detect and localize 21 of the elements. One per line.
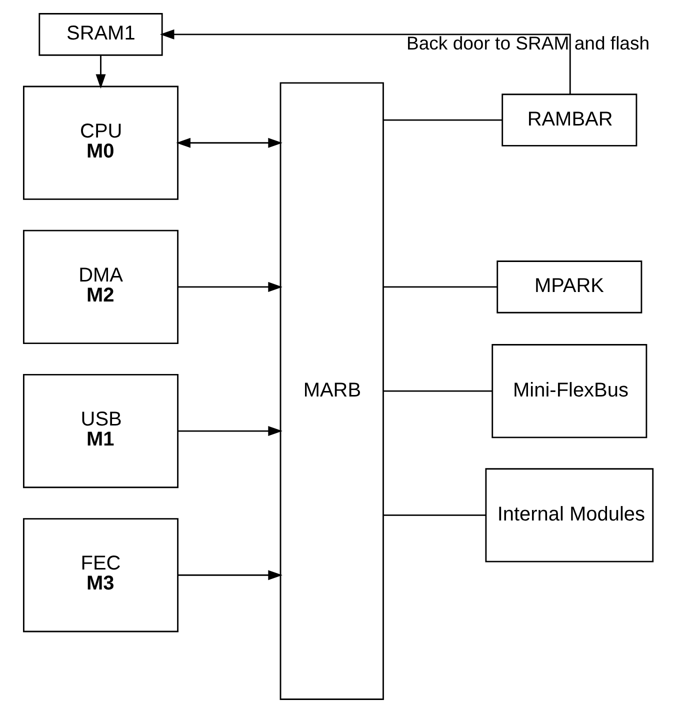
node-box: MPARK	[496, 260, 642, 314]
arrow	[178, 282, 282, 292]
node-box: DMA M2	[23, 230, 178, 344]
node-box: FEC M3	[23, 518, 178, 632]
connector	[383, 286, 498, 288]
node-box: MARB	[280, 82, 384, 700]
node-box: USB M1	[23, 374, 178, 488]
arrow	[160, 29, 571, 94]
edge-label: Back door to SRAM and flash	[406, 32, 650, 54]
arrow	[96, 55, 106, 89]
connector	[383, 390, 492, 392]
connector	[383, 514, 486, 516]
node-box: CPU M0	[23, 86, 178, 200]
connector	[383, 119, 502, 121]
node-box: RAMBAR	[502, 94, 638, 146]
node-box: Mini-FlexBus	[492, 344, 648, 438]
node-box: SRAM1	[38, 13, 163, 56]
arrow	[176, 138, 282, 148]
arrow	[178, 426, 282, 436]
node-box: Internal Modules	[485, 468, 654, 562]
arrow	[178, 570, 282, 580]
